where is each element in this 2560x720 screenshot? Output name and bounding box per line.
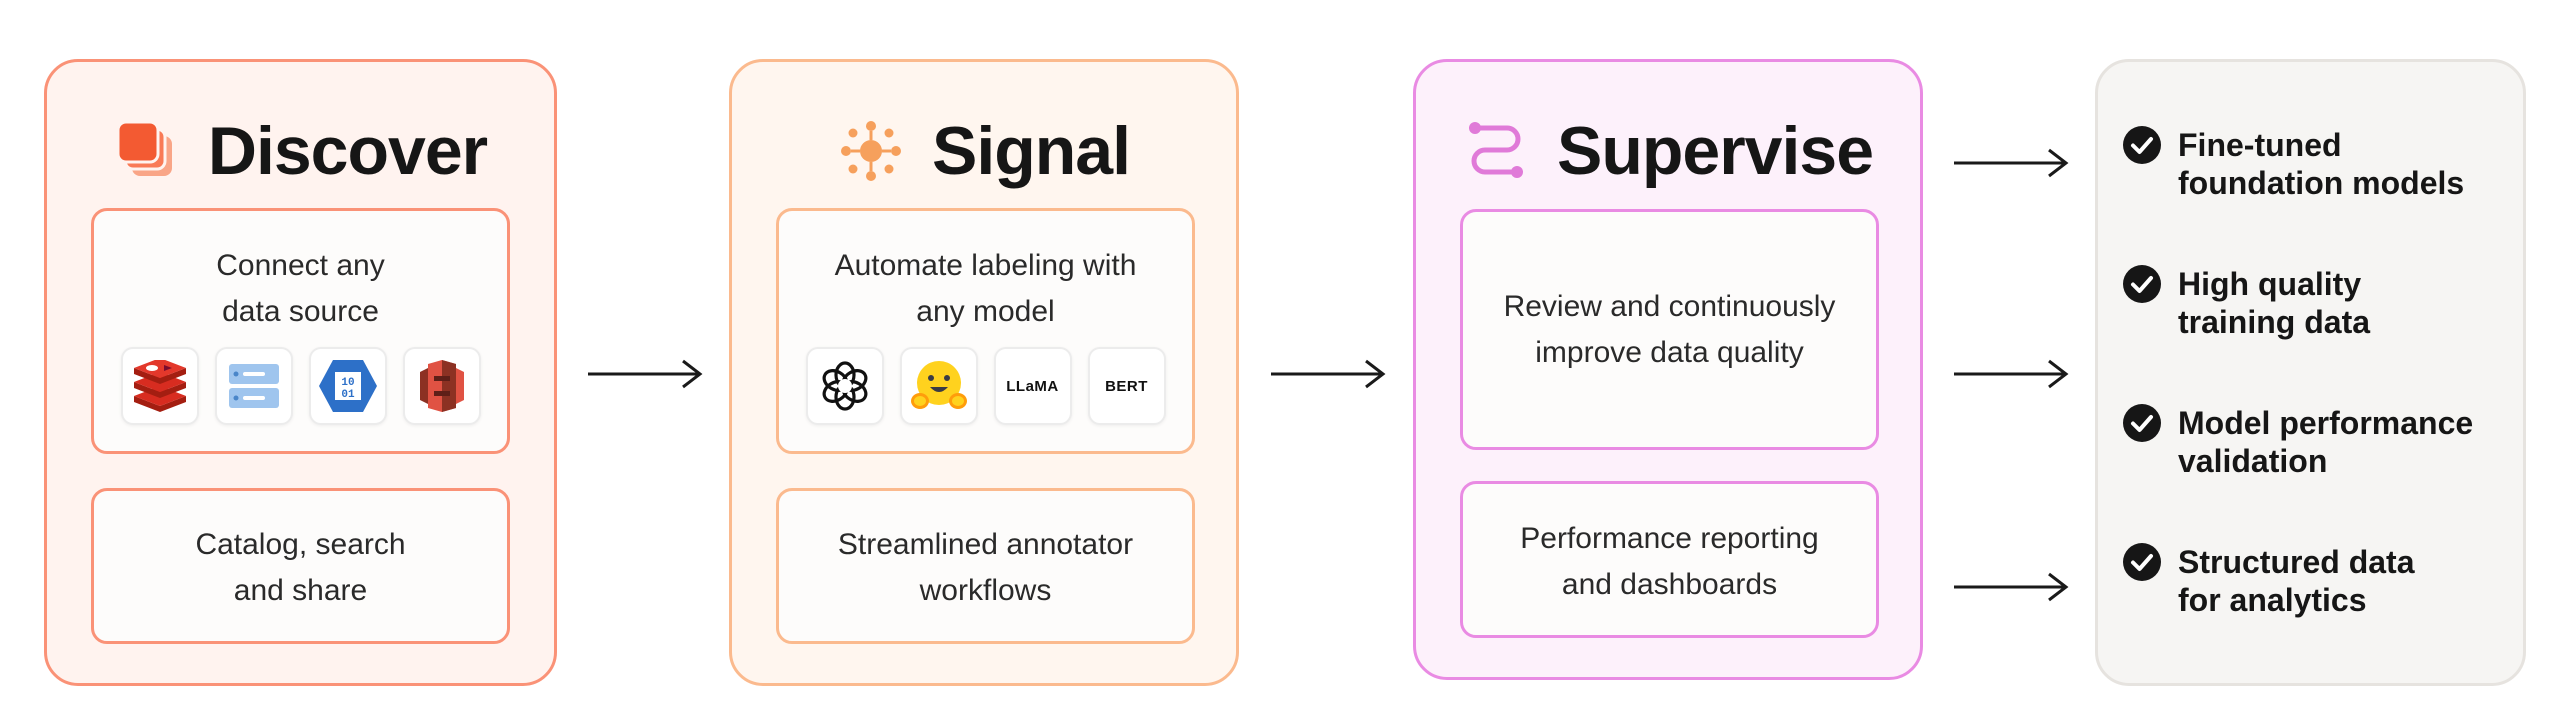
result-line: Fine-tuned <box>2178 127 2342 163</box>
result-item-fine-tuned: Fine-tuned foundation models <box>2122 126 2513 202</box>
result-line: Model performance <box>2178 405 2474 441</box>
result-text: Fine-tuned foundation models <box>2178 126 2464 202</box>
results-card: Fine-tuned foundation models High qualit… <box>2095 59 2526 686</box>
signal-card: Signal Automate labeling with any model <box>729 59 1239 686</box>
aws-s3-bucket-icon <box>402 347 481 425</box>
result-text: Structured data for analytics <box>2178 543 2414 619</box>
result-line: validation <box>2178 443 2328 479</box>
result-line: foundation models <box>2178 165 2465 201</box>
review-quality-line-1: Review and continuously <box>1503 290 1836 323</box>
result-line: for analytics <box>2178 582 2367 618</box>
bert-logo-icon: BERT <box>1087 347 1166 425</box>
signal-header: Signal <box>732 102 1236 200</box>
bert-label: BERT <box>1105 377 1148 395</box>
connect-source-line-2: data source <box>222 295 379 328</box>
svg-text:01: 01 <box>341 389 355 401</box>
result-item-training-data: High quality training data <box>2122 265 2513 341</box>
automate-labeling-line-2: any model <box>916 295 1055 328</box>
openai-logo-icon <box>805 347 884 425</box>
hugging-face-emoji-icon <box>899 347 978 425</box>
discover-title: Discover <box>207 113 488 189</box>
arrow-signal-to-supervise <box>1271 359 1386 389</box>
review-quality-box: Review and continuously improve data qua… <box>1460 209 1879 450</box>
supervise-header: Supervise <box>1416 102 1920 200</box>
review-quality-text: Review and continuously improve data qua… <box>1493 284 1846 376</box>
catalog-line-2: and share <box>233 574 368 607</box>
catalog-box: Catalog, search and share <box>91 488 510 644</box>
result-item-structured-data: Structured data for analytics <box>2122 543 2513 619</box>
flow-path-icon <box>1468 122 1523 178</box>
discover-card: Discover Connect any data source <box>44 59 557 686</box>
automate-labeling-line-1: Automate labeling with <box>834 249 1137 282</box>
performance-reporting-box: Performance reporting and dashboards <box>1460 481 1879 638</box>
automate-labeling-text: Automate labeling with any model <box>809 243 1162 335</box>
performance-reporting-line-2: and dashboards <box>1561 568 1778 601</box>
check-circle-icon <box>2123 126 2161 164</box>
sparkle-node-icon <box>840 121 901 181</box>
connect-source-line-1: Connect any <box>216 249 385 282</box>
result-item-model-validation: Model performance validation <box>2122 404 2513 480</box>
catalog-line-1: Catalog, search <box>195 528 406 561</box>
connect-source-box: Connect any data source <box>91 208 510 454</box>
discover-header: Discover <box>47 102 554 200</box>
check-circle-icon <box>2123 404 2161 442</box>
annotator-workflows-box: Streamlined annotator workflows <box>776 488 1195 644</box>
data-source-logos: 10 01 <box>94 347 507 425</box>
result-line: High quality <box>2178 266 2362 302</box>
llama-logo-icon: LLaMA <box>993 347 1072 425</box>
arrow-supervise-to-results-middle <box>1954 359 2069 389</box>
result-line: training data <box>2178 304 2371 340</box>
automate-labeling-box: Automate labeling with any model <box>776 208 1195 454</box>
arrow-supervise-to-results-bottom <box>1954 572 2069 602</box>
catalog-text: Catalog, search and share <box>124 522 477 614</box>
stacked-layers-icon <box>116 120 172 176</box>
result-line: Structured data <box>2178 544 2415 580</box>
performance-reporting-line-1: Performance reporting <box>1520 522 1819 555</box>
redis-logo-icon <box>120 347 199 425</box>
annotator-workflows-line-2: workflows <box>919 574 1052 607</box>
model-logos: LLaMA BERT <box>779 347 1192 425</box>
check-circle-icon <box>2123 543 2161 581</box>
annotator-workflows-line-1: Streamlined annotator <box>837 528 1134 561</box>
result-text: High quality training data <box>2178 265 2370 341</box>
connect-source-text: Connect any data source <box>124 243 477 335</box>
performance-reporting-text: Performance reporting and dashboards <box>1493 516 1846 608</box>
llama-label: LLaMA <box>1006 377 1059 395</box>
signal-title: Signal <box>931 113 1131 189</box>
supervise-card: Supervise Review and continuously improv… <box>1413 59 1923 680</box>
check-circle-icon <box>2123 265 2161 303</box>
database-server-icon <box>214 347 293 425</box>
arrow-discover-to-signal <box>588 359 703 389</box>
supervise-title: Supervise <box>1556 113 1874 189</box>
svg-text:10: 10 <box>341 377 354 389</box>
annotator-workflows-text: Streamlined annotator workflows <box>809 522 1162 614</box>
review-quality-line-2: improve data quality <box>1535 336 1804 369</box>
result-text: Model performance validation <box>2178 404 2473 480</box>
binary-hexagon-icon: 10 01 <box>308 347 387 425</box>
arrow-supervise-to-results-top <box>1954 148 2069 178</box>
